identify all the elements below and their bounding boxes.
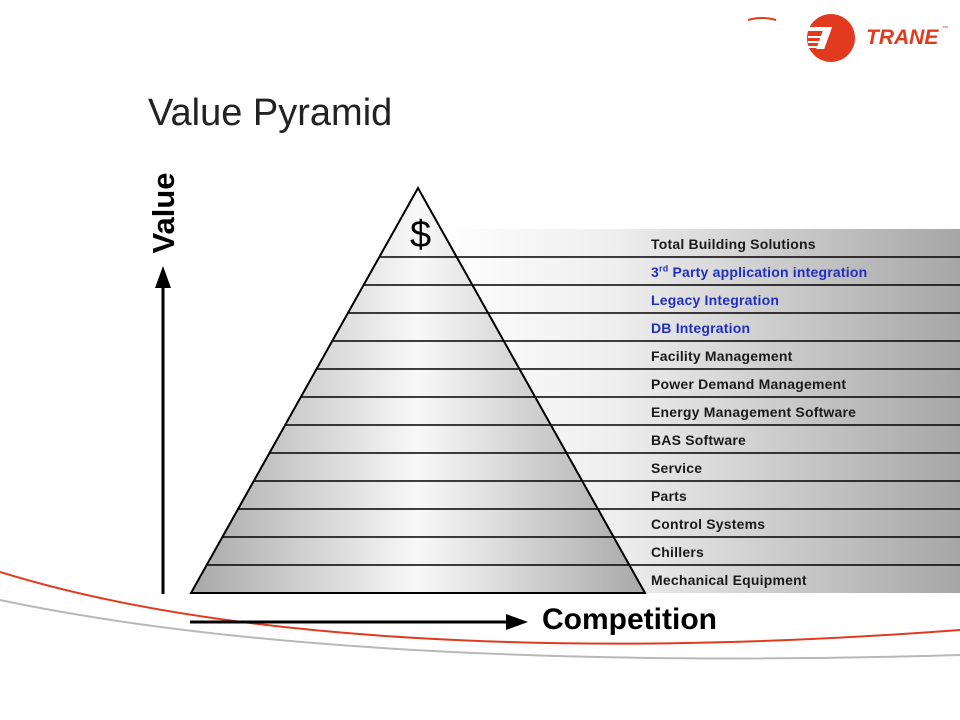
level-label: Power Demand Management: [651, 376, 847, 392]
level-label: Chillers: [651, 544, 704, 560]
level-label: Parts: [651, 488, 688, 504]
level-label: DB Integration: [651, 320, 751, 336]
level-label-text: Party application integration: [668, 264, 868, 280]
trane-logo: [800, 14, 855, 62]
brand-name: TRANE: [866, 26, 939, 49]
level-label: Total Building Solutions: [651, 236, 816, 252]
value-axis-arrow: [155, 266, 171, 594]
brand-trademark: ™: [942, 26, 948, 32]
level-label: Service: [651, 460, 703, 476]
level-label-superscript: rd: [659, 263, 669, 274]
top-red-arc: [747, 17, 777, 21]
level-label: Legacy Integration: [651, 292, 780, 308]
level-label: Energy Management Software: [651, 404, 857, 420]
dollar-symbol: $: [410, 214, 432, 256]
value-axis-label: Value: [146, 172, 181, 254]
level-dividers: [206, 256, 960, 566]
competition-axis-arrow: [190, 614, 528, 630]
level-label: Facility Management: [651, 348, 793, 364]
level-label: Control Systems: [651, 516, 766, 532]
level-label: BAS Software: [651, 432, 746, 448]
pyramid: [189, 185, 647, 594]
gray-swoosh: [0, 599, 960, 660]
level-label: 3rd Party application integration: [651, 262, 867, 282]
level-label-number: 3: [651, 264, 659, 280]
competition-axis-label: Competition: [542, 603, 717, 636]
level-label: Mechanical Equipment: [651, 572, 807, 588]
value-axis-label-box: Value: [142, 170, 186, 256]
slide-title: Value Pyramid: [148, 92, 393, 134]
red-swoosh: [0, 571, 960, 645]
